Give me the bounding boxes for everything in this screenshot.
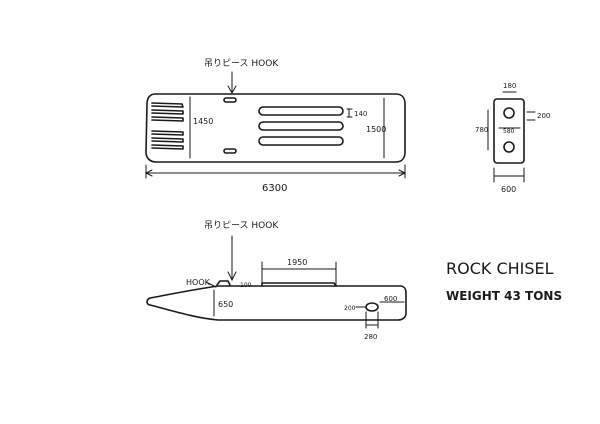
dim-140-text: 140 <box>354 110 367 118</box>
side-hook-small-label: HOOK <box>186 278 211 287</box>
end-dim-left: 780 <box>475 126 488 134</box>
drawing-title: ROCK CHISEL <box>446 259 554 278</box>
top-hook-slot-lower <box>223 148 237 154</box>
side-hole <box>365 302 379 312</box>
top-view: 吊りピース HOOK 1450 140 <box>144 58 407 194</box>
end-dim-top: 180 <box>503 82 516 90</box>
dim-1500-text: 1500 <box>366 125 386 134</box>
right-slots <box>258 106 344 146</box>
end-body-outline <box>493 98 525 164</box>
end-view: 180 200 580 780 600 <box>475 82 550 194</box>
side-dim-600: 600 <box>384 295 397 303</box>
end-dim-right: 200 <box>537 112 550 120</box>
side-view: 吊りピース HOOK 1950 HOOK 100 650 200 600 280 <box>146 220 407 341</box>
side-dim-1950: 1950 <box>287 258 307 267</box>
side-top-plate <box>261 282 337 287</box>
left-grooves <box>151 102 184 150</box>
side-hook-block <box>216 280 231 286</box>
top-hook-label: 吊りピース HOOK <box>204 58 279 69</box>
end-hole-lower <box>503 141 515 153</box>
dim-1450-text: 1450 <box>193 117 213 126</box>
side-hook-label: 吊りピース HOOK <box>204 220 279 231</box>
side-dim-280: 280 <box>364 333 377 341</box>
top-hook-slot-upper <box>223 97 237 103</box>
side-dim-650: 650 <box>218 300 233 309</box>
drawing-weight: WEIGHT 43 TONS <box>446 289 562 303</box>
side-body-outline <box>146 285 407 321</box>
end-dim-inner: 580 <box>503 128 515 135</box>
top-hook-arrow-head <box>227 85 237 95</box>
end-dim-bottom: 600 <box>501 185 516 194</box>
side-dim-hole-w: 200 <box>344 305 356 312</box>
top-body-outline <box>145 93 406 163</box>
end-hole-upper <box>503 107 515 119</box>
dim-6300-text: 6300 <box>262 183 287 194</box>
